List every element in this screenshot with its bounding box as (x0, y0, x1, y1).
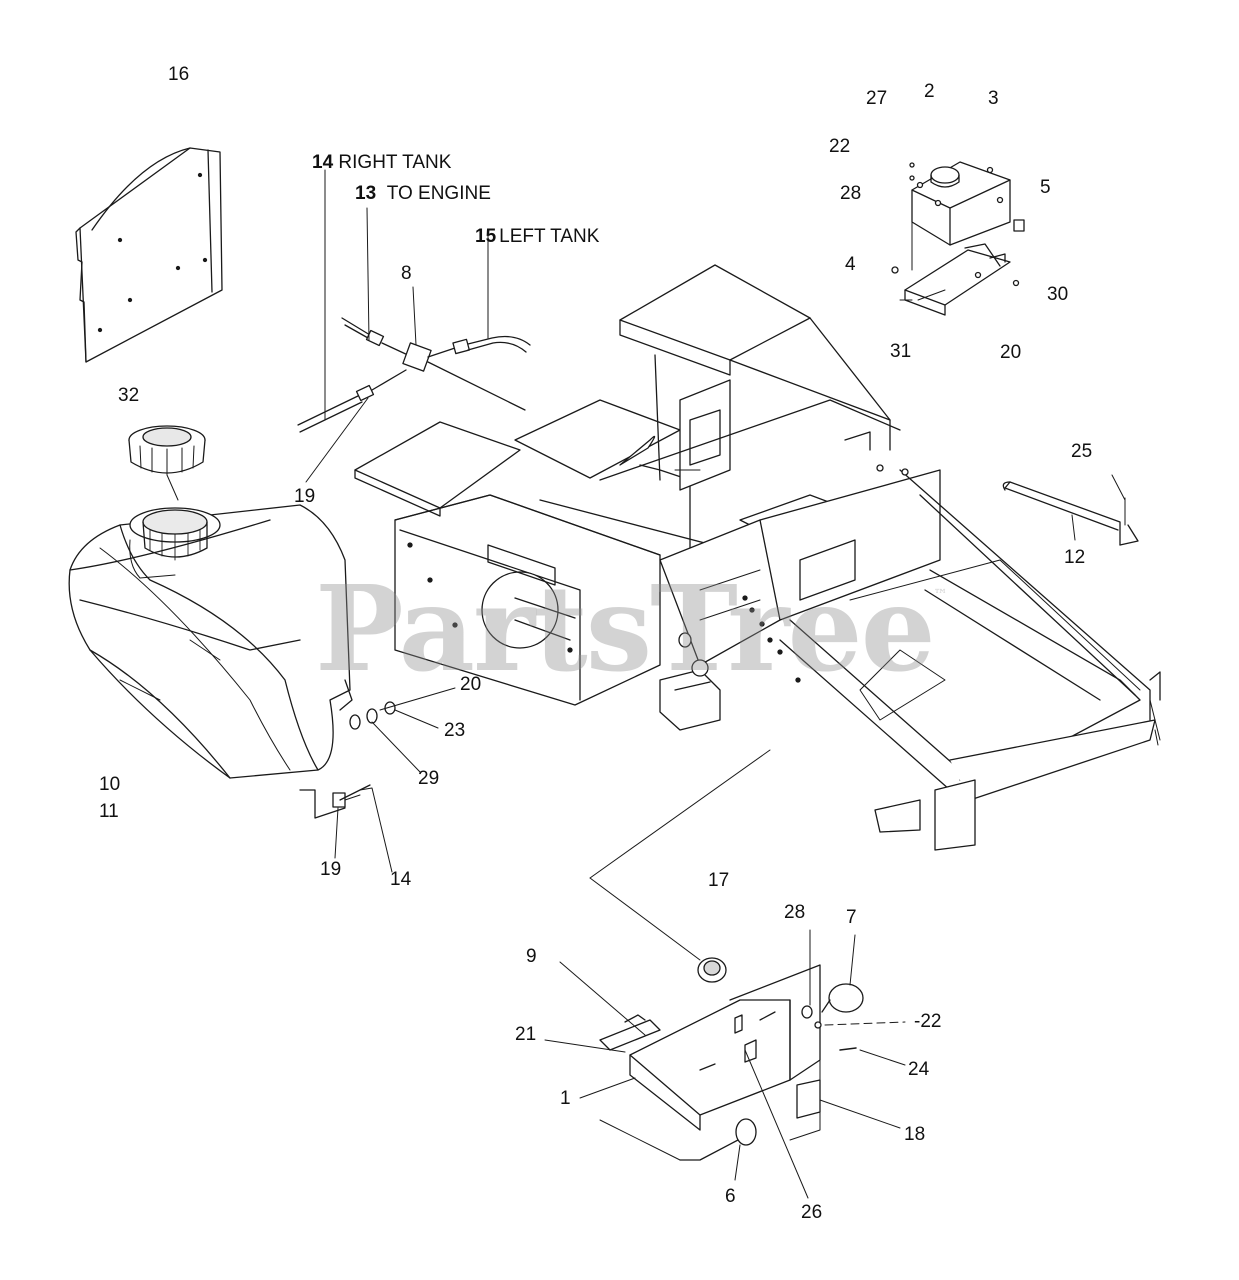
callout-1: 1 (560, 1088, 571, 1109)
control-panel-assembly (544, 929, 906, 1199)
callout-25: 25 (1071, 441, 1093, 462)
callout-26: 26 (801, 1202, 823, 1223)
callout-30: 30 (1047, 284, 1069, 305)
callout-9: 9 (526, 946, 537, 967)
callout-18: 18 (904, 1124, 926, 1145)
fuel-lines-parts-13-14-15 (297, 169, 531, 483)
callout-12: 12 (1064, 547, 1086, 568)
callout-11: 11 (99, 801, 119, 822)
leader-line (589, 749, 771, 879)
callout-22-top: 22 (829, 136, 851, 157)
callout-28-bottom: 28 (784, 902, 806, 923)
callout-23: 23 (444, 720, 466, 741)
watermark-text: PartsTree (315, 559, 936, 698)
callout-text: RIGHT TANK (338, 152, 452, 173)
callout-number: 14 (312, 152, 334, 173)
callout-3: 3 (988, 88, 999, 109)
callout-32: 32 (118, 385, 140, 406)
leader-line (589, 877, 701, 961)
side-panel-part-16 (75, 147, 223, 363)
callout-14-right-tank: 14 RIGHT TANK (312, 153, 451, 172)
callout-7: 7 (846, 907, 857, 928)
callout-number: 15 (475, 226, 497, 247)
fuel-cap-part-32 (128, 425, 206, 501)
callout-13-to-engine: 13 TO ENGINE (355, 184, 491, 203)
trademark-mark: ™ (933, 587, 948, 603)
callout-5: 5 (1040, 177, 1051, 198)
callout-text: LEFT TANK (499, 226, 600, 247)
main-frame-chassis (354, 264, 1161, 851)
callout-19-bottom: 19 (320, 859, 342, 880)
callout-text: TO ENGINE (386, 183, 491, 204)
callout-19-top: 19 (294, 486, 316, 507)
reservoir-parts-2-3 (891, 161, 1025, 316)
callout-number: 13 (355, 183, 377, 204)
callout-21: 21 (515, 1024, 537, 1045)
callout-24: 24 (908, 1059, 930, 1080)
callout-14-bottom: 14 (390, 869, 412, 890)
callout-16: 16 (168, 64, 190, 85)
rod-parts-12-25 (1002, 474, 1139, 546)
tank-hardware (299, 679, 456, 873)
callout-4: 4 (845, 254, 856, 275)
callout-31: 31 (890, 341, 912, 362)
callout-6: 6 (725, 1186, 736, 1207)
watermark-logo: PartsTree™ (315, 570, 948, 688)
callout-29: 29 (418, 768, 440, 789)
callout-17: 17 (708, 870, 730, 891)
callout-10: 10 (99, 774, 121, 795)
callout-2: 2 (924, 81, 935, 102)
callout-27: 27 (866, 88, 888, 109)
callout-20-top: 20 (1000, 342, 1022, 363)
callout-28-top: 28 (840, 183, 862, 204)
fuel-tank-part-10 (68, 504, 351, 779)
callout-8: 8 (401, 263, 412, 284)
callout-20-mid: 20 (460, 674, 482, 695)
callout-22-bottom: -22 (914, 1011, 942, 1032)
